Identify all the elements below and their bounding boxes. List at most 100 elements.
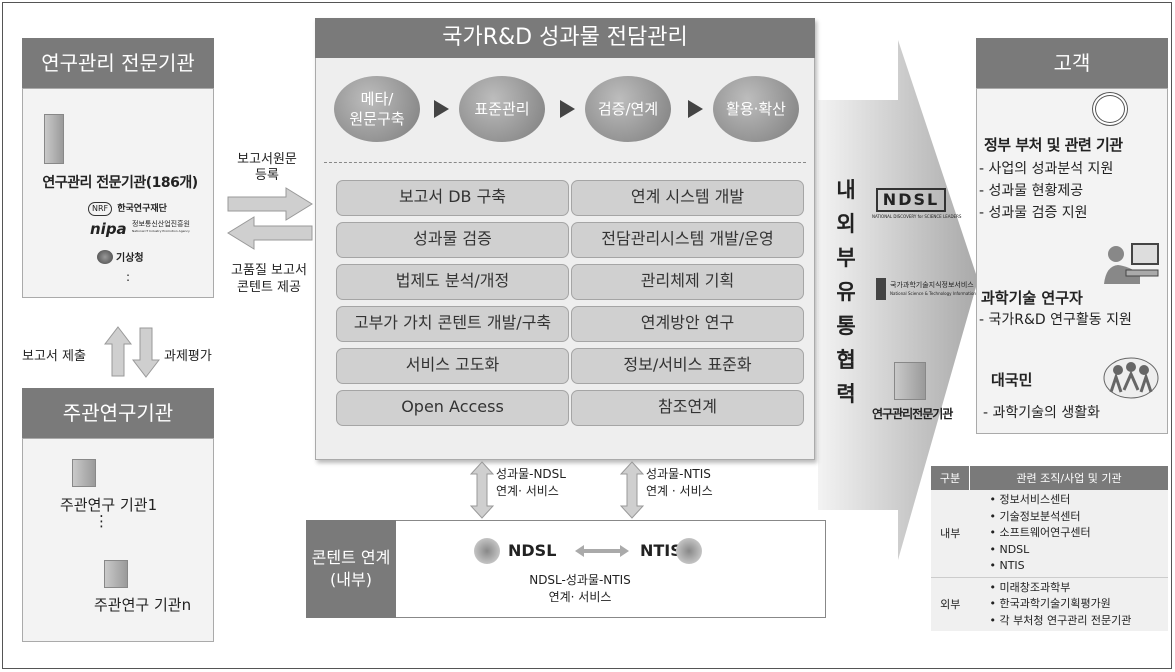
kma-label: 기상청 [116,253,144,264]
cooperation-arrow [818,40,978,560]
cooperation-char: 통 [836,314,856,338]
gov-title: 정부 부처 및 관련 기관 [984,136,1123,154]
legend-row-external: 외부 • 미래창조과학부 • 한국과학기술기획평가원 • 각 부처청 연구관리 … [931,577,1168,631]
cooperation-char: 부 [836,246,856,270]
step-meta-label: 메타/ 원문구축 [349,90,405,128]
updown-double-arrow-icon [620,461,644,519]
task-pill: 성과물 검증 [336,222,569,258]
cooperation-char: 내 [836,178,856,202]
content-ndsl: NDSL [508,541,557,560]
kisti-logo-sub: National Science & Technology Informatio… [890,291,992,296]
center-title: 국가R&D 성과물 전담관리 [315,18,815,58]
left-title: 연구관리 전문기관 [22,38,214,88]
arrow-right-icon [688,100,703,118]
res-title: 과학기술 연구자 [981,289,1083,307]
host-panel [22,438,214,642]
researcher-computer-icon [1104,243,1159,284]
host-title: 주관연구기관 [22,388,214,438]
gov-item: - 성과물 현황제공 [979,183,1084,199]
content-ntis: NTIS [640,541,682,560]
pub-item: - 과학기술의 생활화 [983,405,1100,421]
double-arrow-icon [227,187,313,250]
legend-table: 구분 관련 조직/사업 및 기관 내부 • 정보서비스센터 • 기술정보분석센터… [931,466,1168,631]
kisti-logo: 국가과학기술지식정보서비스 [890,281,974,289]
kma-icon [97,250,113,264]
register-label: 보고서원문 등록 [237,152,297,183]
nipa-sub: National IT Industry Promotion Agency [132,229,190,233]
ndsl-logo: NDSL [876,188,946,212]
legend-header-cell: 구분 [931,466,970,490]
legend-external-label: 외부 [931,577,970,631]
legend-item: • NDSL [989,542,1030,556]
step-spread-label: 활용·확산 [726,100,786,118]
task-pill: 보고서 DB 구축 [336,180,569,216]
eval-label: 과제평가 [164,349,212,364]
cooperation-char: 협 [836,348,856,372]
nipa-logo: nipa 정보통신산업진흥원 National IT Industry Prom… [90,219,214,238]
legend-external-list: • 미래창조과학부 • 한국과학기술기획평가원 • 각 부처청 연구관리 전문기… [969,577,1168,631]
legend-item: • NTIS [989,559,1025,572]
content-link-title: 콘텐트 연계 (내부) [306,520,396,618]
legend-internal-list: • 정보서비스센터 • 기술정보분석센터 • 소프트웨어연구센터 • NDSL … [969,490,1168,578]
task-pill: 서비스 고도화 [336,348,569,384]
task-pill: 정보/서비스 표준화 [571,348,804,384]
task-pill: 연계방안 연구 [571,306,804,342]
cooperation-char: 유 [836,280,856,304]
task-pill: 전담관리시스템 개발/운영 [571,222,804,258]
ndsl-logo-sub: NATIONAL DISCOVERY for SCIENCE LEADERS [872,214,962,219]
submit-label: 보고서 제출 [22,349,86,364]
government-seal-icon [1092,92,1128,126]
divider [324,162,806,163]
step-meta: 메타/ 원문구축 [334,76,420,142]
updown-double-arrow-icon [470,461,494,519]
agency-label: 연구관리전문기관 [872,407,953,421]
legend-header-cell: 관련 조직/사업 및 기관 [969,466,1168,490]
nrf-name: 한국연구재단 [117,204,167,214]
legend-row-internal: 내부 • 정보서비스센터 • 기술정보분석센터 • 소프트웨어연구센터 • ND… [931,490,1168,578]
customer-title: 고객 [976,38,1168,88]
link-ndsl: 성과물-NDSL 연계· 서비스 [496,467,566,498]
building-icon [894,362,926,400]
gov-item: - 사업의 성과분석 지원 [979,161,1114,177]
step-standard-label: 표준관리 [474,100,530,118]
task-pill: 법제도 분석/개정 [336,264,569,300]
building-icon [72,459,96,487]
legend-item: • 한국과학기술기획평가원 [989,597,1111,610]
task-pill: Open Access [336,390,569,426]
people-icon [1103,357,1159,399]
legend-item: • 기술정보분석센터 [989,509,1081,523]
content-caption: NDSL-성과물-NTIS 연계· 서비스 [529,573,631,604]
gov-item: - 성과물 검증 지원 [979,205,1088,221]
host-dots: ⋮ [94,512,109,530]
host-item1: 주관연구 기관1 [60,496,158,514]
cooperation-char: 력 [836,382,856,406]
legend-header: 구분 관련 조직/사업 및 기관 [931,466,1168,490]
legend-item: • 각 부처청 연구관리 전문기관 [989,613,1132,627]
pub-title: 대국민 [991,371,1033,389]
step-spread: 활용·확산 [713,76,799,142]
step-verify-label: 검증/연계 [597,100,659,118]
updown-arrow-icon [104,326,160,378]
task-pill: 참조연계 [571,390,804,426]
cooperation-char: 외 [836,212,856,236]
step-verify: 검증/연계 [585,76,671,142]
legend-internal-label: 내부 [931,490,970,578]
nipa-mark: nipa [90,220,127,238]
ntis-dot [676,538,702,564]
org-label: 연구관리 전문기관(186개) [42,175,198,191]
building-icon [104,560,128,588]
legend-item: • 정보서비스센터 [989,493,1071,506]
task-pill: 연계 시스템 개발 [571,180,804,216]
legend-item: • 미래창조과학부 [989,580,1071,594]
arrow-right-icon [434,100,449,118]
legend-item: • 소프트웨어연구센터 [989,526,1091,539]
nrf-badge: NRF [88,202,113,216]
building-icon [44,114,64,164]
step-standard: 표준관리 [459,76,545,142]
link-ntis: 성과물-NTIS 연계 · 서비스 [646,467,713,498]
content-label: 고품질 보고서 콘텐트 제공 [231,263,307,295]
gov-items: - 사업의 성과분석 지원 - 성과물 현황제공 - 성과물 검증 지원 [979,158,1113,224]
nrf-logo: NRF 한국연구재단 [88,196,208,216]
task-pill: 고부가 가치 콘텐트 개발/구축 [336,306,569,342]
